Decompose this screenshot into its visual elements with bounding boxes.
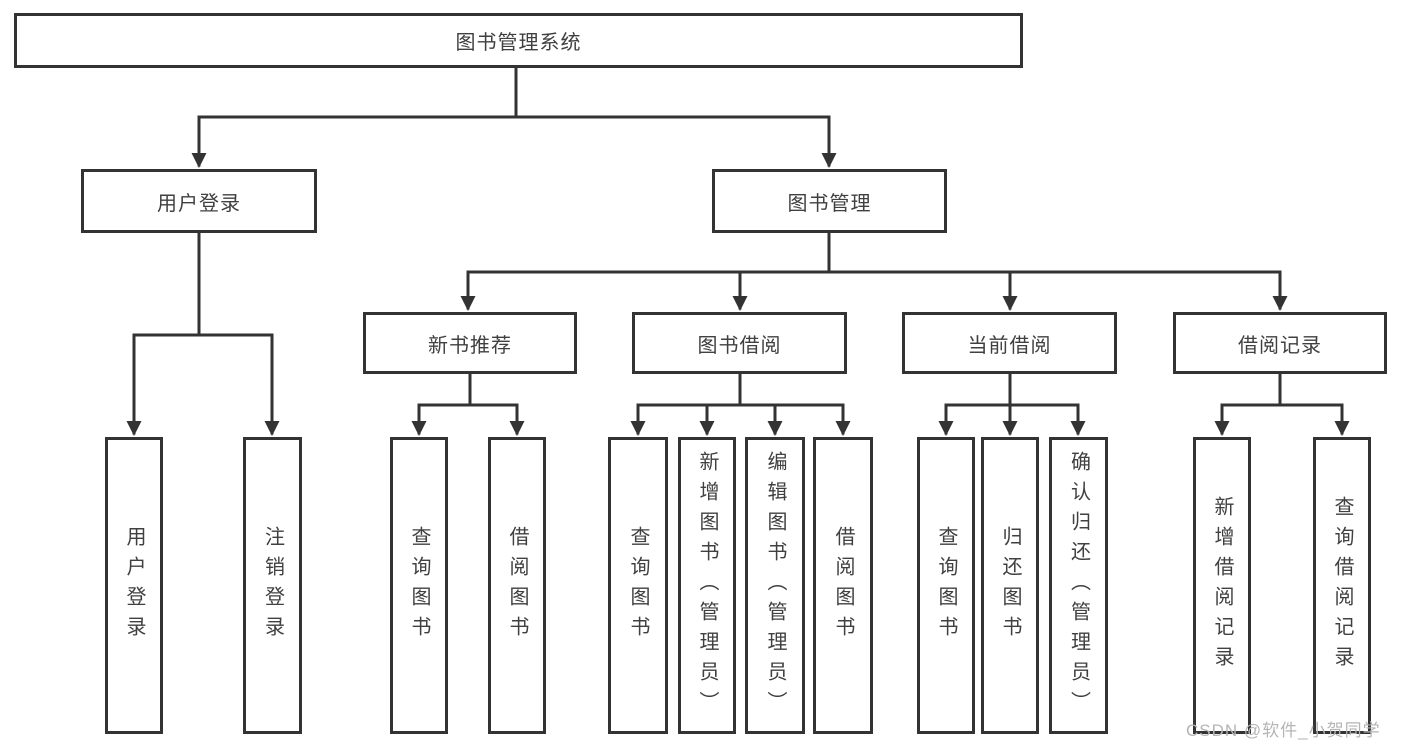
leaf-return-books-label: 归还图书 [999,525,1021,646]
node-book-management: 图书管理 [712,169,947,233]
leaf-return-books: 归还图书 [981,437,1039,734]
node-root-label: 图书管理系统 [455,32,582,54]
leaf-edit-book-admin-label: 编辑图书（管理员） [764,450,786,721]
leaf-borrow-books-label: 借阅图书 [832,525,854,646]
node-borrow-records-label: 借阅记录 [1238,334,1322,357]
leaf-query-books-current-label: 查询图书 [935,525,957,646]
node-current-borrow-label: 当前借阅 [967,334,1052,357]
leaf-query-books-current: 查询图书 [917,437,975,734]
leaf-query-books-borrow-label: 查询图书 [627,525,649,646]
leaf-add-book-admin: 新增图书（管理员） [678,437,736,734]
node-root-system: 图书管理系统 [14,13,1023,68]
leaf-logout: 注销登录 [243,437,302,734]
leaf-query-books-borrow: 查询图书 [608,437,668,734]
node-new-book-recommend: 新书推荐 [363,312,577,374]
leaf-logout-label: 注销登录 [261,525,284,646]
leaf-edit-book-admin: 编辑图书（管理员） [745,437,805,734]
node-book-borrow: 图书借阅 [632,312,847,374]
node-borrow-records: 借阅记录 [1173,312,1387,374]
node-new-book-recommend-label: 新书推荐 [428,334,512,357]
leaf-add-borrow-record-label: 新增借阅记录 [1211,495,1233,676]
leaf-borrow-books: 借阅图书 [813,437,873,734]
leaf-confirm-return-admin: 确认归还（管理员） [1049,437,1108,734]
leaf-query-books-recommend: 查询图书 [390,437,448,734]
leaf-confirm-return-admin-label: 确认归还（管理员） [1067,450,1090,721]
csdn-watermark: CSDN @软件_小贺同学 [1186,721,1381,740]
leaf-query-borrow-record-label: 查询借阅记录 [1331,495,1353,676]
leaf-user-login-label: 用户登录 [123,525,145,646]
node-book-borrow-label: 图书借阅 [697,334,782,357]
leaf-borrow-books-recommend: 借阅图书 [488,437,546,734]
leaf-add-book-admin-label: 新增图书（管理员） [696,450,718,721]
node-book-management-label: 图书管理 [787,192,872,215]
node-user-login: 用户登录 [81,169,317,233]
node-current-borrow: 当前借阅 [902,312,1117,374]
leaf-add-borrow-record: 新增借阅记录 [1193,437,1251,734]
leaf-user-login: 用户登录 [105,437,163,734]
leaf-query-borrow-record: 查询借阅记录 [1313,437,1371,734]
node-user-login-label: 用户登录 [157,192,241,215]
leaf-query-books-recommend-label: 查询图书 [408,525,430,646]
leaf-borrow-books-recommend-label: 借阅图书 [506,525,528,646]
